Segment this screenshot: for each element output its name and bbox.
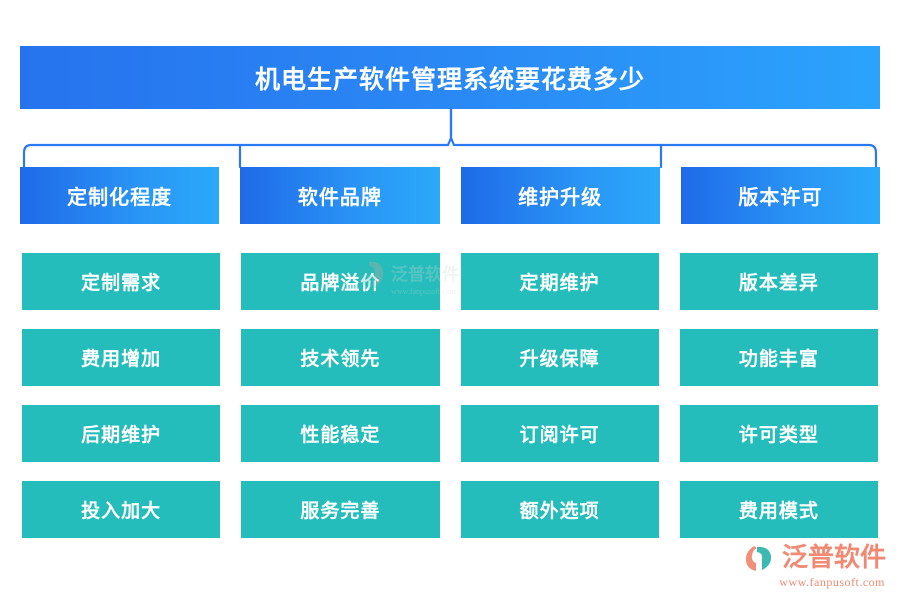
- category-label: 版本许可: [738, 187, 823, 209]
- leaf-box[interactable]: 性能稳定: [241, 405, 440, 462]
- leaf-label: 技术领先: [300, 349, 381, 370]
- leaf-column-3: 定期维护 升级保障 订阅许可 额外选项: [460, 253, 659, 538]
- category-row: 定制化程度 软件品牌 维护升级 版本许可: [20, 167, 880, 224]
- leaf-label: 版本差异: [738, 273, 819, 294]
- leaf-label: 费用模式: [738, 501, 819, 522]
- category-box-4[interactable]: 版本许可: [680, 167, 880, 224]
- leaf-label: 投入加大: [81, 501, 162, 522]
- leaf-box[interactable]: 费用增加: [22, 329, 221, 386]
- leaf-label: 升级保障: [519, 349, 600, 370]
- leaf-box[interactable]: 技术领先: [241, 329, 440, 386]
- brand-logo: 泛普软件 www.fanpusoft.com: [734, 542, 886, 590]
- leaf-column-4: 版本差异 功能丰富 许可类型 费用模式: [679, 253, 878, 538]
- leaf-label: 服务完善: [300, 501, 381, 522]
- leaf-box[interactable]: 功能丰富: [679, 329, 878, 386]
- diagram-title-banner: 机电生产软件管理系统要花费多少: [20, 46, 880, 109]
- leaf-label: 功能丰富: [738, 349, 819, 370]
- category-box-2[interactable]: 软件品牌: [240, 167, 440, 224]
- leaf-box[interactable]: 升级保障: [460, 329, 659, 386]
- leaf-box[interactable]: 额外选项: [460, 481, 659, 538]
- category-label: 软件品牌: [297, 187, 382, 209]
- leaf-box[interactable]: 后期维护: [22, 405, 221, 462]
- leaf-box[interactable]: 版本差异: [679, 253, 878, 310]
- leaf-grid: 定制需求 费用增加 后期维护 投入加大 品牌溢价 技术领先 性能稳定: [22, 253, 878, 538]
- logo-lockup: 泛普软件: [744, 543, 886, 573]
- leaf-box[interactable]: 订阅许可: [460, 405, 659, 462]
- leaf-box[interactable]: 投入加大: [22, 481, 221, 538]
- leaf-label: 品牌溢价: [300, 273, 381, 294]
- category-box-3[interactable]: 维护升级: [460, 167, 660, 224]
- leaf-box[interactable]: 费用模式: [679, 481, 878, 538]
- leaf-label: 定制需求: [81, 273, 162, 294]
- leaf-label: 后期维护: [81, 425, 162, 446]
- logo-url-text: www.fanpusoft.com: [779, 575, 885, 589]
- category-box-1[interactable]: 定制化程度: [20, 167, 220, 224]
- leaf-label: 额外选项: [519, 501, 600, 522]
- category-label: 定制化程度: [67, 187, 173, 209]
- leaf-label: 性能稳定: [300, 425, 381, 446]
- leaf-box[interactable]: 定期维护: [460, 253, 659, 310]
- leaf-label: 定期维护: [519, 273, 600, 294]
- leaf-label: 订阅许可: [519, 425, 600, 446]
- leaf-label: 费用增加: [81, 349, 162, 370]
- brace-connector: [22, 107, 878, 169]
- page-title: 机电生产软件管理系统要花费多少: [254, 66, 645, 94]
- leaf-box[interactable]: 服务完善: [241, 481, 440, 538]
- leaf-column-2: 品牌溢价 技术领先 性能稳定 服务完善: [241, 253, 440, 538]
- leaf-label: 许可类型: [738, 425, 819, 446]
- leaf-box[interactable]: 品牌溢价: [241, 253, 440, 310]
- leaf-column-1: 定制需求 费用增加 后期维护 投入加大: [22, 253, 221, 538]
- logo-brand-text: 泛普软件: [781, 543, 886, 572]
- leaf-box[interactable]: 定制需求: [22, 253, 221, 310]
- leaf-box[interactable]: 许可类型: [679, 405, 878, 462]
- category-label: 维护升级: [518, 187, 603, 209]
- fanpu-logo-icon: [745, 546, 772, 571]
